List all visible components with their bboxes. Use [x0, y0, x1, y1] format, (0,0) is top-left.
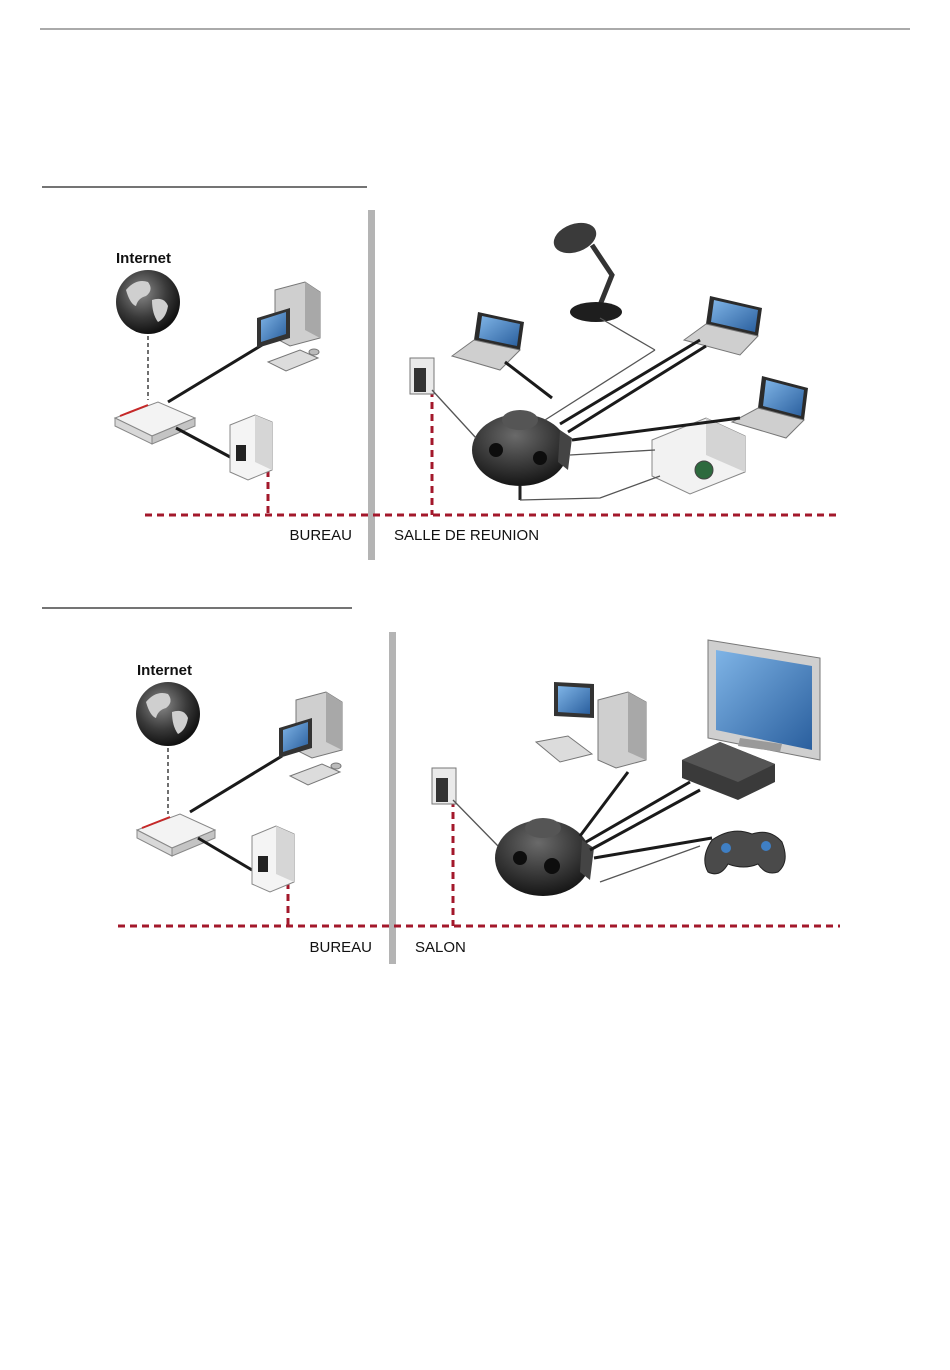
room-label-right: SALLE DE REUNION [394, 527, 539, 544]
desk-lamp-icon [550, 217, 622, 322]
projector-icon [652, 418, 745, 494]
laptop-icon [684, 296, 762, 355]
power-hub-icon [472, 410, 572, 500]
internet-label: Internet [137, 662, 192, 679]
power-hub-icon [495, 818, 594, 896]
room-divider [389, 632, 396, 964]
router-icon [137, 814, 215, 856]
internet-globe-icon [116, 270, 180, 334]
room-label-left: BUREAU [309, 939, 372, 956]
room-label-left: BUREAU [289, 527, 352, 544]
router-icon [115, 402, 195, 444]
room-label-right: SALON [415, 939, 466, 956]
powerline-adapter-icon [252, 826, 294, 892]
diagram-office-living-room: Internet [42, 608, 840, 964]
desktop-computer-icon [536, 682, 646, 768]
game-controller-icon [705, 831, 785, 874]
television-icon [708, 640, 820, 760]
desktop-computer-icon [257, 282, 320, 371]
laptop-icon [732, 376, 808, 438]
wall-socket-icon [432, 768, 456, 804]
powerline-adapter-icon [230, 415, 272, 480]
internet-globe-icon [136, 682, 200, 746]
internet-label: Internet [116, 250, 171, 267]
diagram-office-meeting-room: Internet [42, 187, 840, 560]
wall-socket-icon [410, 358, 434, 394]
room-divider [368, 210, 375, 560]
laptop-icon [452, 312, 524, 370]
desktop-computer-icon [279, 692, 342, 785]
